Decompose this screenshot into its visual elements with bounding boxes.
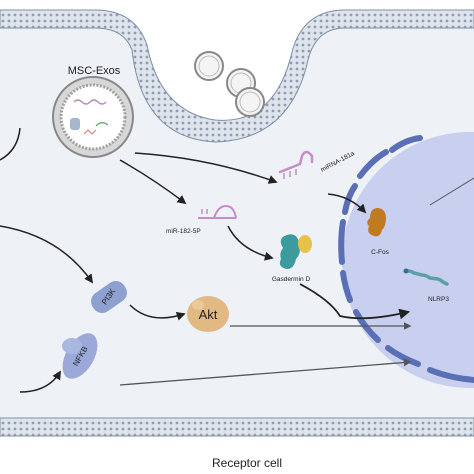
arrow-gasdermin-to-nlrp3: [299, 283, 411, 320]
nfkb-protein: [62, 333, 98, 379]
mirna-181a-glyph: [278, 150, 314, 179]
label-gasdermin-d: Gasdermin D: [272, 276, 311, 283]
nlrp3-protein: [403, 268, 449, 286]
label-akt: Akt: [199, 307, 218, 322]
label-mir-182-5p: miR-182-5P: [166, 228, 201, 235]
c-fos-protein: [367, 208, 386, 237]
pi3k-protein: [91, 281, 127, 313]
label-msc-exos: MSC-Exos: [68, 65, 121, 77]
label-c-fos: C-Fos: [371, 249, 389, 256]
plasma-membrane-top: [0, 9, 474, 143]
arrow-mir182-to-gasdermin: [227, 225, 274, 261]
msc-exosome: [52, 76, 134, 158]
gasdermin-d-protein: [279, 234, 312, 269]
arrow-to-pi3k: [0, 225, 94, 284]
vesicles: [194, 51, 265, 117]
arrow-left-curve: [0, 127, 21, 161]
akt-protein: [187, 296, 229, 332]
arrow-pi3k-to-akt: [129, 304, 186, 321]
nucleus: [338, 132, 474, 388]
arrow-to-nfkb: [19, 370, 61, 393]
plasma-membrane-bottom: [0, 417, 474, 437]
label-receptor-cell: Receptor cell: [212, 456, 282, 470]
arrow-exos-to-mir182: [119, 159, 187, 205]
arrow-mirna181a-to-cfos: [327, 193, 367, 214]
pathway-arrows: [0, 127, 412, 393]
arrow-exos-to-mirna181a: [134, 152, 278, 184]
label-nlrp3: NLRP3: [428, 296, 449, 303]
mir-182-5p-glyph: [198, 204, 237, 219]
arrow-nfkb-to-nucleus: [119, 358, 412, 386]
